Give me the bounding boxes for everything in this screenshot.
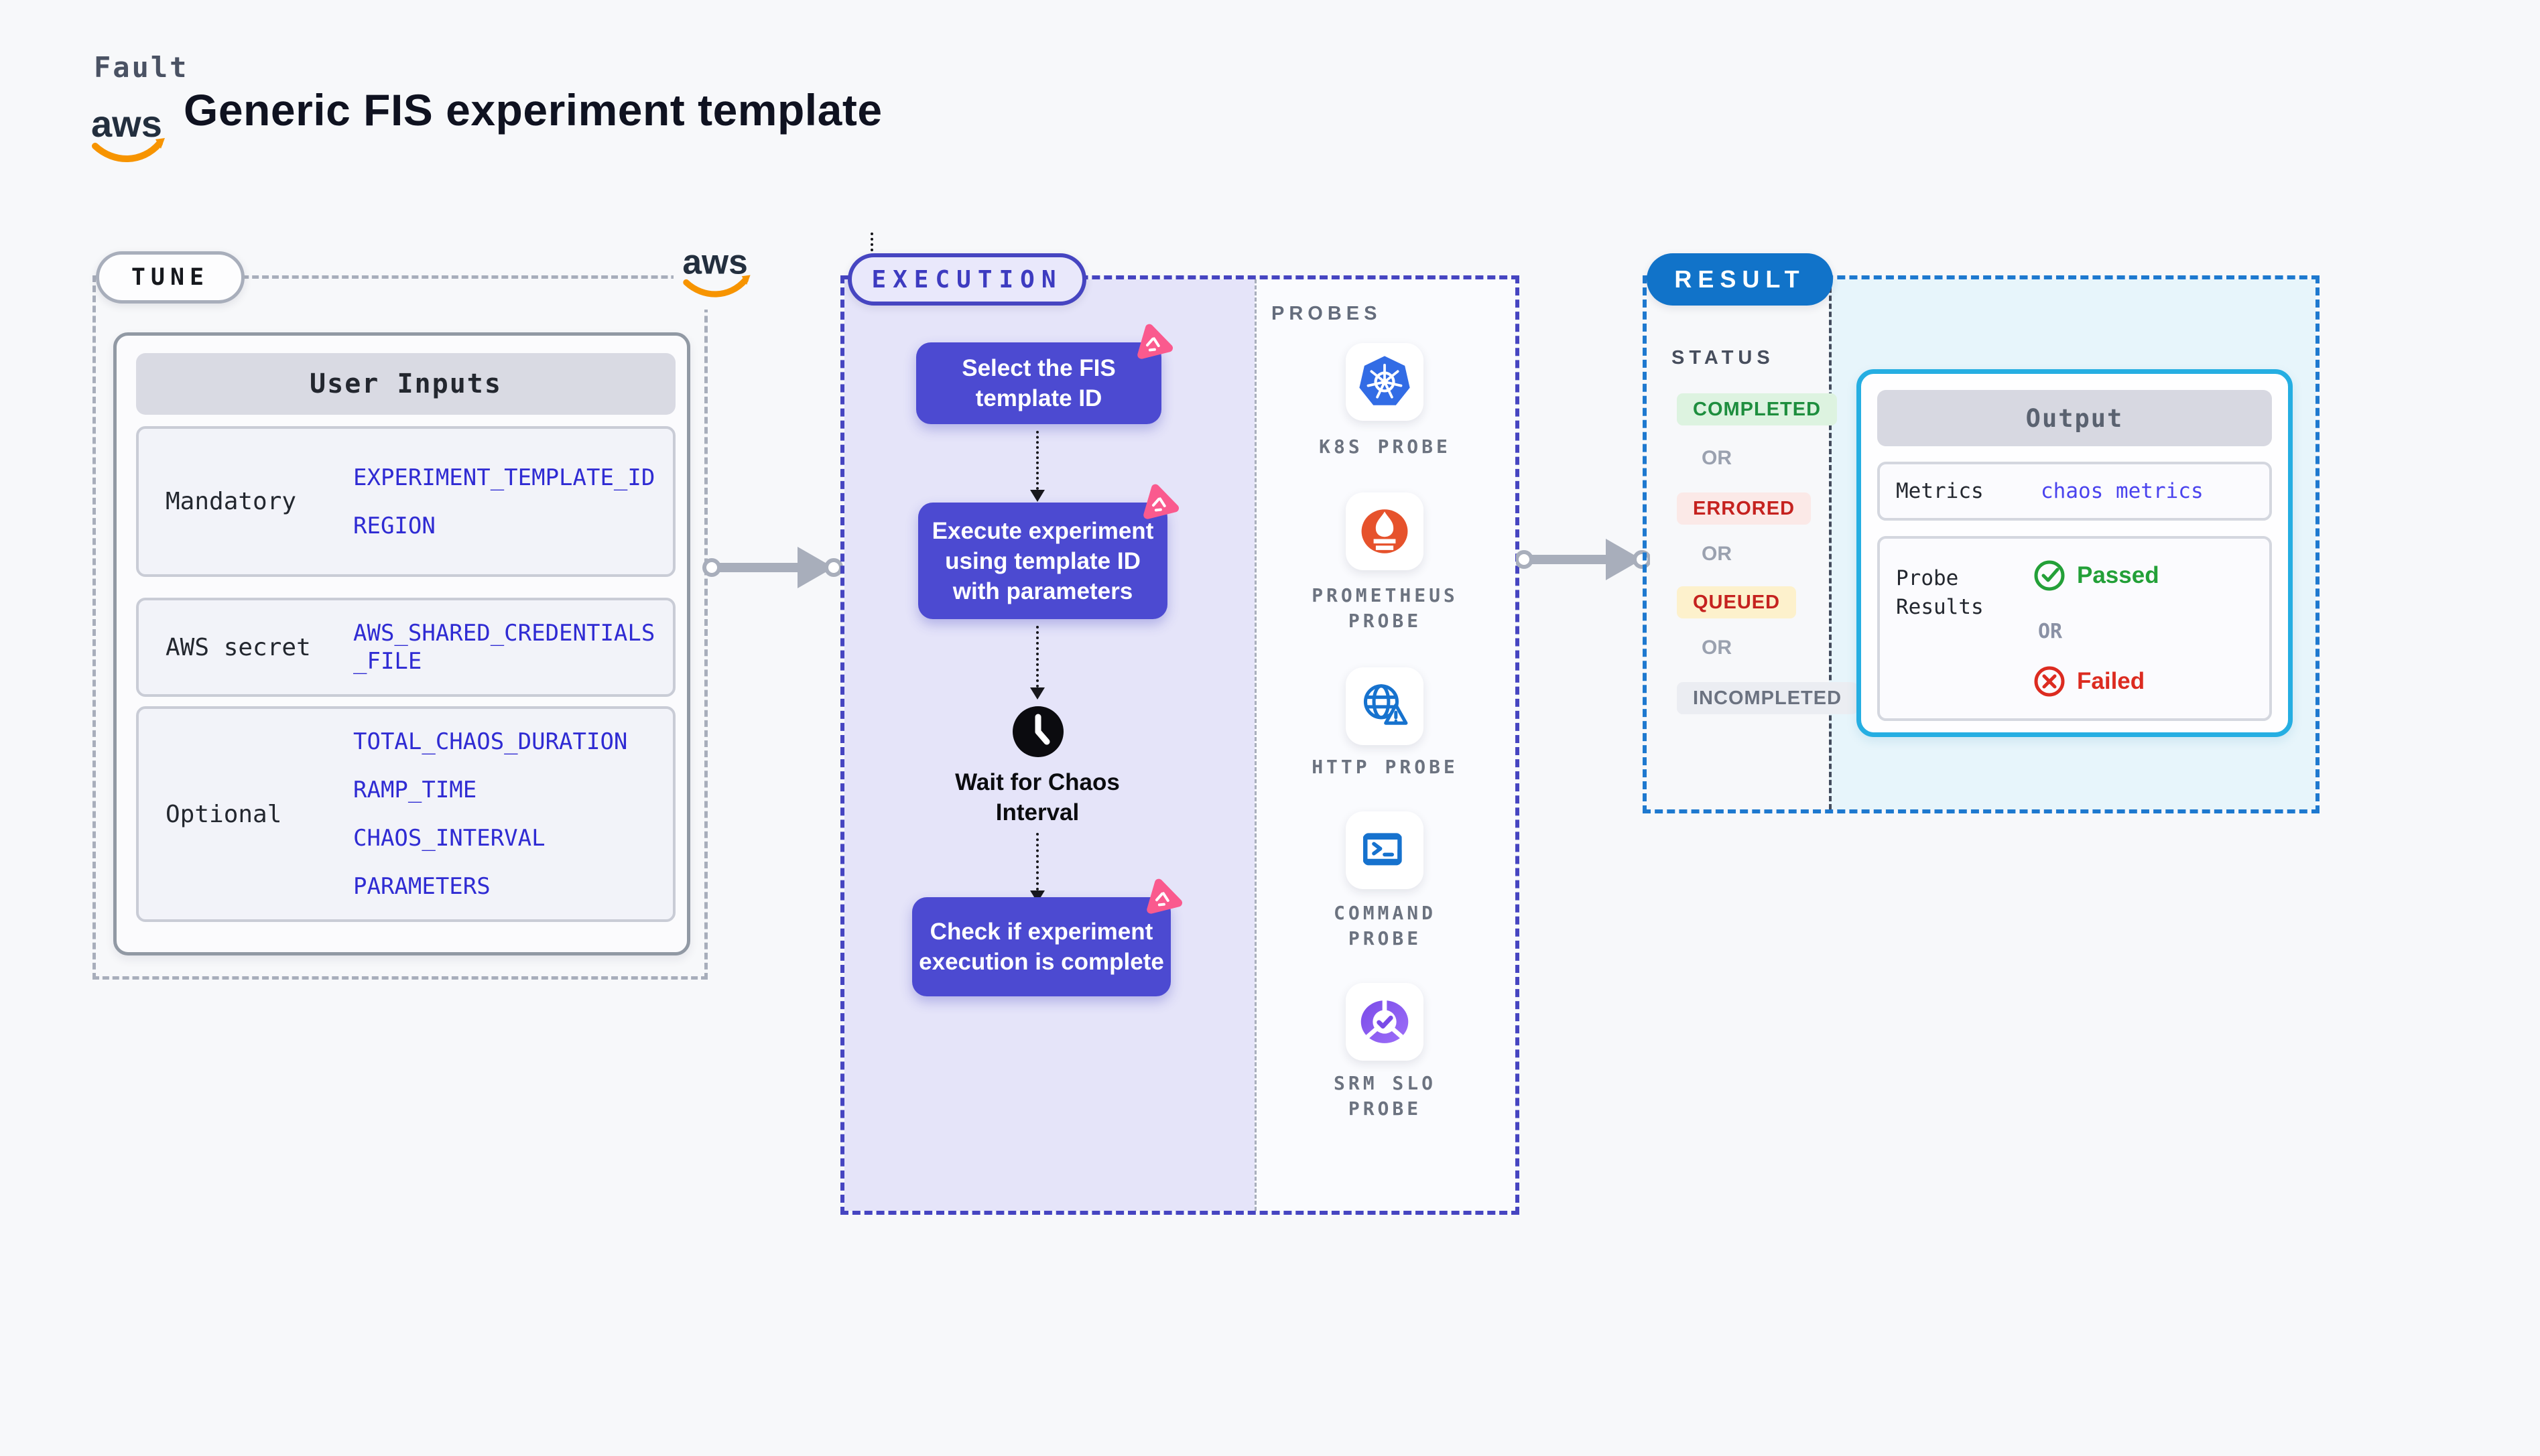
brand-fault: Fault bbox=[94, 51, 189, 84]
svg-text:aws: aws bbox=[682, 243, 747, 281]
metrics-label: Metrics bbox=[1896, 478, 1984, 503]
step-label: Select the FIS template ID bbox=[962, 355, 1116, 411]
user-inputs-header: User Inputs bbox=[136, 353, 676, 415]
passed-check-icon bbox=[2034, 560, 2065, 591]
svg-text:aws: aws bbox=[91, 103, 162, 145]
execution-pill: EXECUTION bbox=[848, 253, 1086, 306]
or-separator: OR bbox=[1702, 637, 1732, 659]
flow-connector bbox=[1030, 431, 1045, 502]
chaos-faults-icon bbox=[1147, 878, 1183, 914]
aws-logo: aws bbox=[91, 103, 165, 162]
passed-label: Passed bbox=[2077, 562, 2159, 588]
probe-label: COMMAND PROBE bbox=[1333, 902, 1436, 949]
table-row-aws-secret: AWS secret AWS_SHARED_CREDENTIALS _FILE bbox=[136, 598, 676, 697]
probe-card-srm-slo bbox=[1346, 983, 1423, 1061]
slo-pie-check-icon bbox=[1360, 998, 1409, 1043]
output-card: Output Metrics chaos metrics Probe Resul… bbox=[1856, 369, 2293, 737]
table-row-mandatory: Mandatory EXPERIMENT_TEMPLATE_ID REGION bbox=[136, 426, 676, 577]
execution-top-tick bbox=[871, 233, 873, 257]
tune-section: TUNE aws User Inputs Mandatory EXPERIMEN… bbox=[92, 236, 761, 980]
row-value: EXPERIMENT_TEMPLATE_ID bbox=[353, 464, 655, 491]
probe-results-label: Probe Results bbox=[1896, 566, 1984, 619]
status-badge-incompleted: INCOMPLETED bbox=[1677, 682, 1858, 714]
probe-card-command bbox=[1346, 811, 1423, 889]
row-value: AWS_SHARED_CREDENTIALS _FILE bbox=[353, 620, 655, 675]
result-section: RESULT STATUS COMPLETED OR ERRORED OR QU… bbox=[1643, 253, 2320, 813]
step-label: Execute experiment using template ID wit… bbox=[932, 517, 1154, 604]
or-separator: OR bbox=[2038, 620, 2063, 643]
row-value: CHAOS_INTERVAL bbox=[353, 825, 546, 852]
probes-divider bbox=[1255, 279, 1257, 1211]
aws-logo-small: aws bbox=[682, 243, 751, 297]
step-check-complete: Check if experiment execution is complet… bbox=[912, 878, 1183, 996]
row-value: TOTAL_CHAOS_DURATION bbox=[353, 728, 628, 755]
prometheus-icon bbox=[1361, 509, 1408, 553]
failed-x-icon bbox=[2034, 666, 2065, 697]
status-badge-queued: QUEUED bbox=[1677, 586, 1797, 618]
row-value: PARAMETERS bbox=[353, 873, 491, 900]
probe-label: SRM SLO PROBE bbox=[1333, 1072, 1436, 1120]
flow-arrow-tune-to-execution bbox=[702, 547, 843, 588]
probe-card-prometheus bbox=[1346, 492, 1423, 570]
probe-results-row: Probe Results Passed OR Failed bbox=[1877, 536, 2272, 721]
flow-connector bbox=[1030, 626, 1045, 700]
probe-label: K8S PROBE bbox=[1319, 436, 1451, 458]
chaos-faults-icon bbox=[1137, 324, 1173, 359]
table-row-optional: Optional TOTAL_CHAOS_DURATION RAMP_TIME … bbox=[136, 706, 676, 922]
output-header: Output bbox=[1877, 390, 2272, 446]
status-badge-errored: ERRORED bbox=[1677, 492, 1812, 525]
probe-label: HTTP PROBE bbox=[1312, 756, 1458, 778]
flow-connector bbox=[1030, 833, 1045, 903]
tune-aws-logo-backplate bbox=[674, 236, 761, 310]
row-label: AWS secret bbox=[166, 633, 311, 661]
step-label: Check if experiment execution is complet… bbox=[919, 919, 1164, 975]
row-label: Mandatory bbox=[166, 488, 297, 515]
tune-pill: TUNE bbox=[96, 251, 245, 304]
failed-label: Failed bbox=[2077, 668, 2145, 694]
or-separator: OR bbox=[1702, 543, 1732, 565]
clock-icon bbox=[1013, 706, 1064, 757]
probe-label: PROMETHEUS PROBE bbox=[1312, 584, 1458, 632]
step-wait-caption: Wait for Chaos Interval bbox=[955, 769, 1120, 825]
status-badge-completed: COMPLETED bbox=[1677, 393, 1838, 425]
row-value: RAMP_TIME bbox=[353, 777, 477, 803]
probe-card-http bbox=[1346, 667, 1423, 745]
execution-section: EXECUTION Select the FIS template ID Exe… bbox=[840, 233, 1519, 1215]
http-globe-warning-icon bbox=[1363, 684, 1408, 725]
step-select-template: Select the FIS template ID bbox=[916, 324, 1173, 424]
page-title: Generic FIS experiment template bbox=[184, 85, 883, 135]
chaos-faults-icon bbox=[1143, 484, 1180, 519]
kubernetes-icon bbox=[1359, 356, 1410, 405]
terminal-icon bbox=[1363, 833, 1402, 866]
step-execute-experiment: Execute experiment using template ID wit… bbox=[918, 484, 1180, 619]
user-inputs-card: User Inputs Mandatory EXPERIMENT_TEMPLAT… bbox=[113, 332, 690, 955]
metrics-row: Metrics chaos metrics bbox=[1877, 462, 2272, 521]
row-value: REGION bbox=[353, 512, 436, 539]
result-divider bbox=[1829, 279, 1832, 809]
row-label: Optional bbox=[166, 800, 282, 828]
metrics-value: chaos metrics bbox=[2041, 479, 2204, 503]
status-label: STATUS bbox=[1671, 347, 1775, 369]
probe-card-k8s bbox=[1346, 343, 1423, 421]
flow-arrow-execution-to-result bbox=[1516, 539, 1650, 580]
probes-label: PROBES bbox=[1271, 303, 1382, 324]
result-pill: RESULT bbox=[1647, 253, 1833, 306]
or-separator: OR bbox=[1702, 447, 1732, 469]
